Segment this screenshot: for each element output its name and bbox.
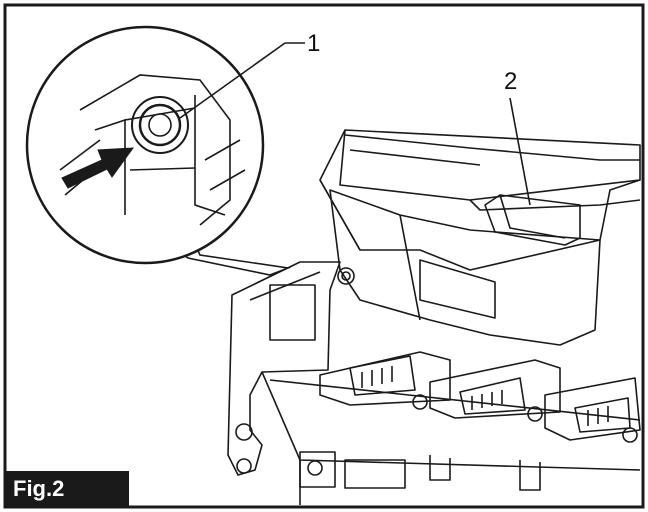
zoom-inset <box>25 25 292 276</box>
figure-label: Fig.2 <box>5 471 129 507</box>
leader-line-1 <box>179 42 286 119</box>
leader-line-2 <box>509 97 531 206</box>
push-arrow <box>61 147 135 189</box>
callout-1: 1 <box>307 30 321 57</box>
callout-2: 2 <box>504 68 518 95</box>
printer-body <box>227 129 641 505</box>
